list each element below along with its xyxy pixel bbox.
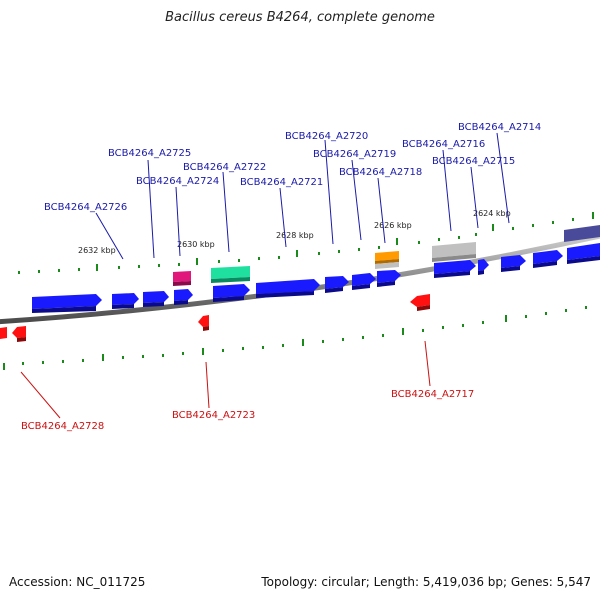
gene-arrow-fwd[interactable]	[352, 273, 376, 290]
kbp-label-2630: 2630 kbp	[177, 240, 215, 249]
gene-label-BCB4264_A2714[interactable]: BCB4264_A2714	[458, 122, 541, 133]
gene-arrow-rev[interactable]	[410, 294, 430, 311]
gene-label-BCB4264_A2718[interactable]: BCB4264_A2718	[339, 167, 422, 178]
gene-label-BCB4264_A2719[interactable]: BCB4264_A2719	[313, 149, 396, 160]
inner-ticks	[3, 306, 587, 370]
gene-label-BCB4264_A2726[interactable]: BCB4264_A2726	[44, 202, 127, 213]
gene-label-BCB4264_A2716[interactable]: BCB4264_A2716	[402, 139, 485, 150]
misc-feature-grey[interactable]	[432, 242, 476, 262]
gene-arrow-rev[interactable]	[198, 315, 209, 331]
forward-genes	[32, 243, 600, 313]
gene-arrow-rev[interactable]	[0, 327, 7, 339]
gene-label-BCB4264_A2717[interactable]: BCB4264_A2717	[391, 389, 474, 400]
gene-label-BCB4264_A2722[interactable]: BCB4264_A2722	[183, 162, 266, 173]
gene-label-BCB4264_A2724[interactable]: BCB4264_A2724	[136, 176, 219, 187]
misc-feature-dark[interactable]	[564, 225, 600, 242]
gene-arrow-fwd[interactable]	[567, 243, 600, 264]
reverse-label-leaders	[20, 340, 431, 419]
kbp-label-2632: 2632 kbp	[78, 246, 116, 255]
gene-arrow-fwd[interactable]	[325, 276, 349, 293]
gene-arrow-fwd[interactable]	[112, 293, 139, 309]
kbp-label-2628: 2628 kbp	[276, 231, 314, 240]
accession-text: Accession: NC_011725	[9, 575, 146, 589]
genome-title: Bacillus cereus B4264, complete genome	[165, 10, 435, 25]
gene-arrow-fwd[interactable]	[434, 260, 476, 278]
reverse-gene-labels: BCB4264_A2728 BCB4264_A2723 BCB4264_A271…	[21, 389, 474, 432]
gene-arrow-fwd[interactable]	[32, 294, 102, 313]
gene-arrow-fwd[interactable]	[256, 279, 320, 298]
gene-arrow-fwd[interactable]	[213, 284, 250, 302]
gene-arrow-fwd[interactable]	[478, 259, 489, 275]
misc-feature-orange[interactable]	[375, 251, 399, 269]
reverse-genes	[0, 294, 430, 342]
gene-label-BCB4264_A2721[interactable]: BCB4264_A2721	[240, 177, 323, 188]
gene-label-BCB4264_A2723[interactable]: BCB4264_A2723	[172, 410, 255, 421]
gene-label-BCB4264_A2728[interactable]: BCB4264_A2728	[21, 421, 104, 432]
kbp-label-2626: 2626 kbp	[374, 221, 412, 230]
forward-label-leaders	[95, 132, 510, 260]
gene-arrow-rev[interactable]	[12, 326, 26, 342]
gene-arrow-fwd[interactable]	[533, 250, 563, 268]
trna-feature[interactable]	[211, 266, 250, 283]
gene-arrow-fwd[interactable]	[174, 289, 193, 305]
topology-text: Topology: circular; Length: 5,419,036 bp…	[261, 575, 591, 589]
gene-arrow-fwd[interactable]	[143, 291, 169, 307]
rrna-feature[interactable]	[173, 271, 191, 286]
outer-ticks	[18, 212, 594, 274]
forward-gene-labels: BCB4264_A2726 BCB4264_A2725 BCB4264_A272…	[44, 122, 541, 213]
gene-arrow-fwd[interactable]	[501, 255, 526, 272]
gene-arrow-fwd[interactable]	[377, 270, 401, 287]
gene-label-BCB4264_A2725[interactable]: BCB4264_A2725	[108, 148, 191, 159]
gene-label-BCB4264_A2715[interactable]: BCB4264_A2715	[432, 156, 515, 167]
gene-label-BCB4264_A2720[interactable]: BCB4264_A2720	[285, 131, 368, 142]
kbp-label-2624: 2624 kbp	[473, 209, 511, 218]
